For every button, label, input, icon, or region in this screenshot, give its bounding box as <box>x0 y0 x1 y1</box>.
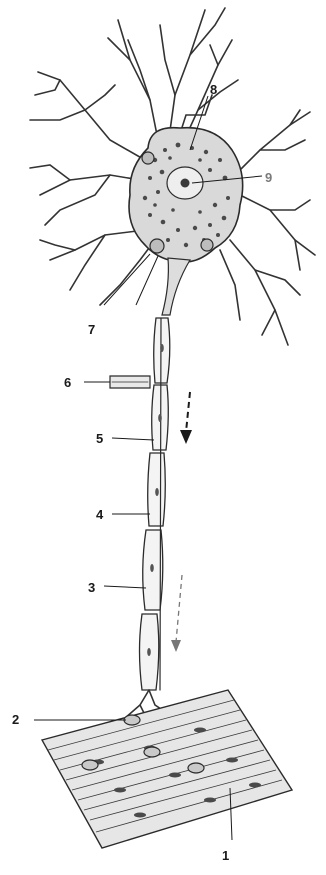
impulse-direction-arrow <box>171 575 182 652</box>
label-8: 8 <box>210 82 217 97</box>
label-3: 3 <box>88 580 95 595</box>
myelinated-axon <box>140 318 170 690</box>
axon-hillock <box>162 258 190 315</box>
label-2: 2 <box>12 712 19 727</box>
label-1: 1 <box>222 848 229 863</box>
motor-end-plate <box>82 760 98 770</box>
label-4: 4 <box>96 507 104 522</box>
impulse-direction-arrow <box>180 392 192 444</box>
muscle-fiber-block <box>42 690 292 848</box>
label-9: 9 <box>265 170 272 185</box>
label-6: 6 <box>64 375 71 390</box>
label-7: 7 <box>88 322 95 337</box>
nucleus <box>167 167 203 199</box>
motor-end-plate <box>144 747 160 757</box>
motor-end-plate <box>124 715 140 725</box>
label-5: 5 <box>96 431 103 446</box>
motor-end-plate <box>188 763 204 773</box>
